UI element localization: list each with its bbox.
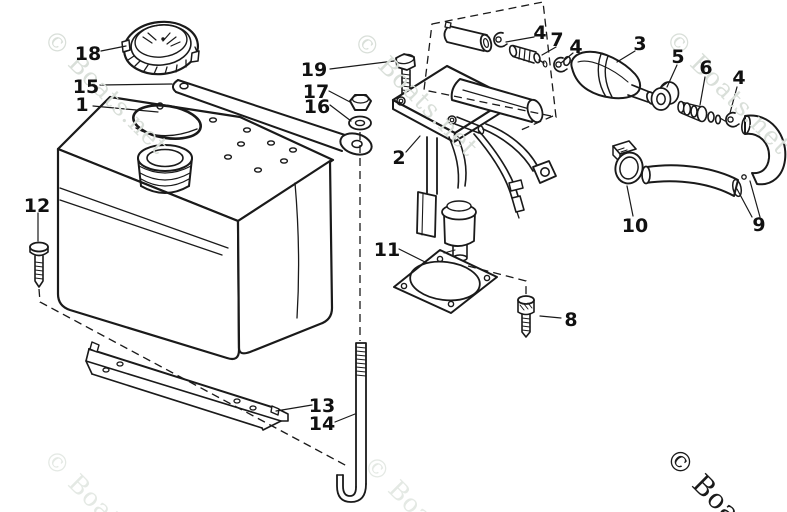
part-label-9: 9 [752, 214, 765, 236]
fuel-hose-rear [741, 114, 787, 186]
part-label-6: 6 [699, 57, 712, 79]
tank-gauge-opening [132, 104, 202, 140]
filler-neck [137, 144, 193, 194]
part-label-18: 18 [75, 43, 101, 65]
sender-wires [473, 123, 557, 219]
part-label-4: 4 [533, 22, 546, 44]
part-label-4: 4 [569, 36, 582, 58]
part-label-11: 11 [374, 239, 400, 261]
part-label-12: 12 [24, 195, 50, 217]
barb-fitting [677, 100, 726, 125]
watermark-text: © Boats.net [38, 444, 175, 512]
part-label-3: 3 [633, 33, 646, 55]
gasket [393, 249, 498, 314]
leader-lines [37, 36, 761, 423]
j-bolt [336, 342, 367, 503]
filter-group-box [423, 1, 557, 118]
part-label-4: 4 [732, 67, 745, 89]
cap-gauge-marks [142, 32, 181, 47]
watermark-text: © Boat [659, 442, 755, 512]
wire-terminal [511, 195, 525, 213]
hose-clamp-large [612, 140, 644, 185]
assembly-axis-lines [38, 115, 554, 467]
pickup-body [416, 191, 477, 269]
part-label-7: 7 [550, 29, 563, 51]
oil-tank [56, 95, 335, 361]
part-label-1: 1 [75, 94, 88, 116]
mount-bracket [85, 341, 289, 431]
fuel-connector [508, 44, 548, 68]
part-label-15: 15 [73, 76, 99, 98]
tank-front-left-face [56, 147, 241, 361]
part-label-16: 16 [304, 96, 330, 118]
filler-cap [121, 20, 200, 76]
ring-terminal [532, 160, 557, 184]
strap-front-hole [179, 82, 189, 90]
filter-cylinder [443, 21, 493, 53]
part-label-14: 14 [309, 413, 335, 435]
tank-front-right-face [236, 159, 334, 355]
primer-bulb [563, 50, 657, 105]
gasket-screw [517, 295, 535, 338]
part-label-5: 5 [671, 46, 684, 68]
retainer-clip [493, 31, 508, 48]
part-label-13: 13 [309, 395, 335, 417]
part-label-17: 17 [303, 81, 329, 103]
watermark-text: © Boats.net [358, 450, 495, 512]
strap-nut [349, 94, 372, 111]
strap-rear-tab [339, 132, 373, 156]
strap-washer [348, 115, 372, 131]
hose-clamp-small [650, 81, 680, 111]
part-label-19: 19 [301, 59, 327, 81]
part-label-10: 10 [622, 215, 648, 237]
tank-top-holes [156, 102, 298, 173]
part-label-8: 8 [564, 309, 577, 331]
fuel-hose-front [641, 164, 743, 198]
tank-strap [172, 79, 373, 156]
mount-bolt [29, 241, 49, 288]
part-label-2: 2 [392, 147, 405, 169]
